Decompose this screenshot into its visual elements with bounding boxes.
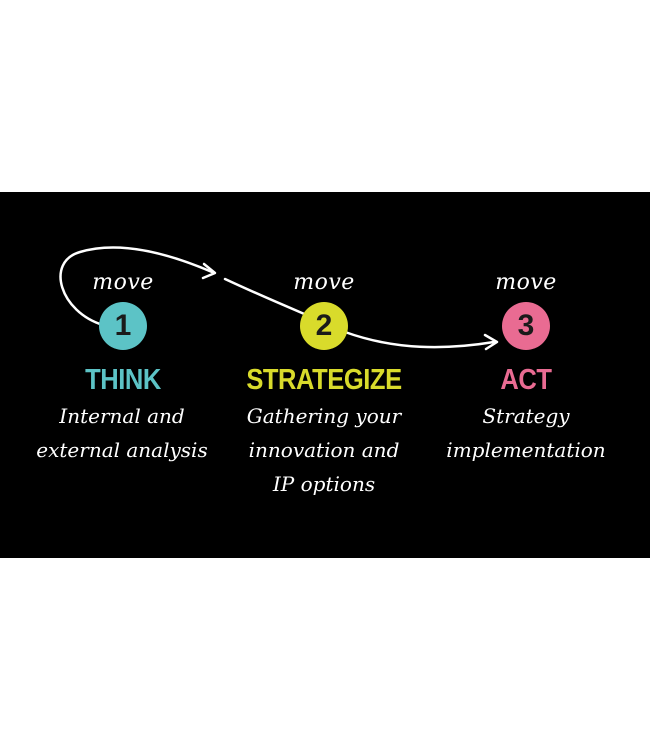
step-3-number: 3 — [517, 309, 535, 342]
step-1-number: 1 — [114, 309, 132, 342]
move-label-3: move — [495, 270, 557, 295]
step-2-circle: 2 — [300, 302, 348, 350]
arrow-segment-3 — [343, 330, 496, 349]
move-label-2: move — [293, 270, 355, 295]
arrowhead-2 — [483, 333, 499, 351]
diagram-panel: move 1 THINK Internal and external analy… — [0, 192, 650, 558]
step-2-title: STRATEGIZE — [246, 364, 402, 396]
step-2-description: Gathering your innovation and IP options — [224, 399, 424, 501]
arrowhead-1 — [201, 262, 217, 280]
step-3-title: ACT — [500, 364, 552, 396]
step-2-description-line: Gathering your — [246, 404, 402, 428]
step-3-description: Strategy implementation — [426, 399, 626, 467]
step-3-description-line: implementation — [446, 438, 606, 462]
step-1-description-line: Internal and — [59, 404, 185, 428]
step-1-circle: 1 — [99, 302, 147, 350]
step-1-description: Internal and external analysis — [22, 399, 222, 467]
step-3-circle: 3 — [502, 302, 550, 350]
step-3-description-line: Strategy — [482, 404, 570, 428]
step-1-description-line: external analysis — [36, 438, 208, 462]
flow-arrow — [59, 246, 499, 351]
arrow-segment-1 — [59, 246, 214, 327]
move-label-1: move — [92, 270, 154, 295]
step-2-description-line: innovation and — [248, 438, 400, 462]
step-2-number: 2 — [315, 309, 333, 342]
step-1-title: THINK — [85, 364, 161, 396]
step-2-description-line: IP options — [272, 472, 376, 496]
